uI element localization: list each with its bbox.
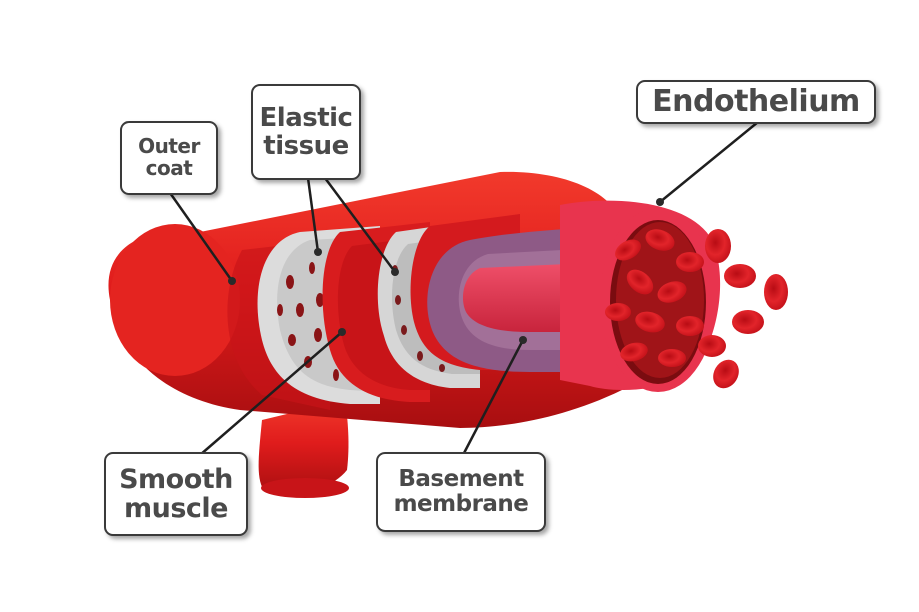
red-blood-cells (605, 229, 788, 389)
leader-outer-coat (166, 189, 234, 282)
label-elastic-tissue-line2: tissue (263, 131, 349, 161)
leader-basement-membrane (461, 339, 525, 456)
leader-smooth-muscle (199, 331, 343, 456)
label-basement-membrane-line2: membrane (393, 491, 529, 517)
label-basement-membrane: Basement membrane (376, 452, 546, 532)
label-outer-coat: Outer coat (120, 121, 218, 195)
anchor-dots (228, 198, 664, 344)
label-smooth-muscle-line2: muscle (124, 493, 229, 524)
branch-vessel (258, 400, 349, 498)
label-outer-coat-line1: Outer (138, 134, 200, 159)
label-outer-coat-line2: coat (145, 156, 193, 180)
leader-elastic-inner (323, 177, 397, 273)
label-smooth-muscle: Smooth muscle (104, 452, 248, 536)
leader-endothelium (659, 121, 759, 203)
label-basement-membrane-line1: Basement (398, 466, 524, 493)
leader-lines (166, 121, 759, 456)
label-elastic-tissue: Elastic tissue (251, 84, 361, 180)
label-elastic-tissue-line1: Elastic (259, 102, 353, 133)
label-endothelium-line1: Endothelium (652, 83, 860, 119)
label-endothelium: Endothelium (636, 80, 876, 124)
label-smooth-muscle-line1: Smooth (119, 463, 233, 495)
leader-elastic-outer (306, 177, 320, 253)
